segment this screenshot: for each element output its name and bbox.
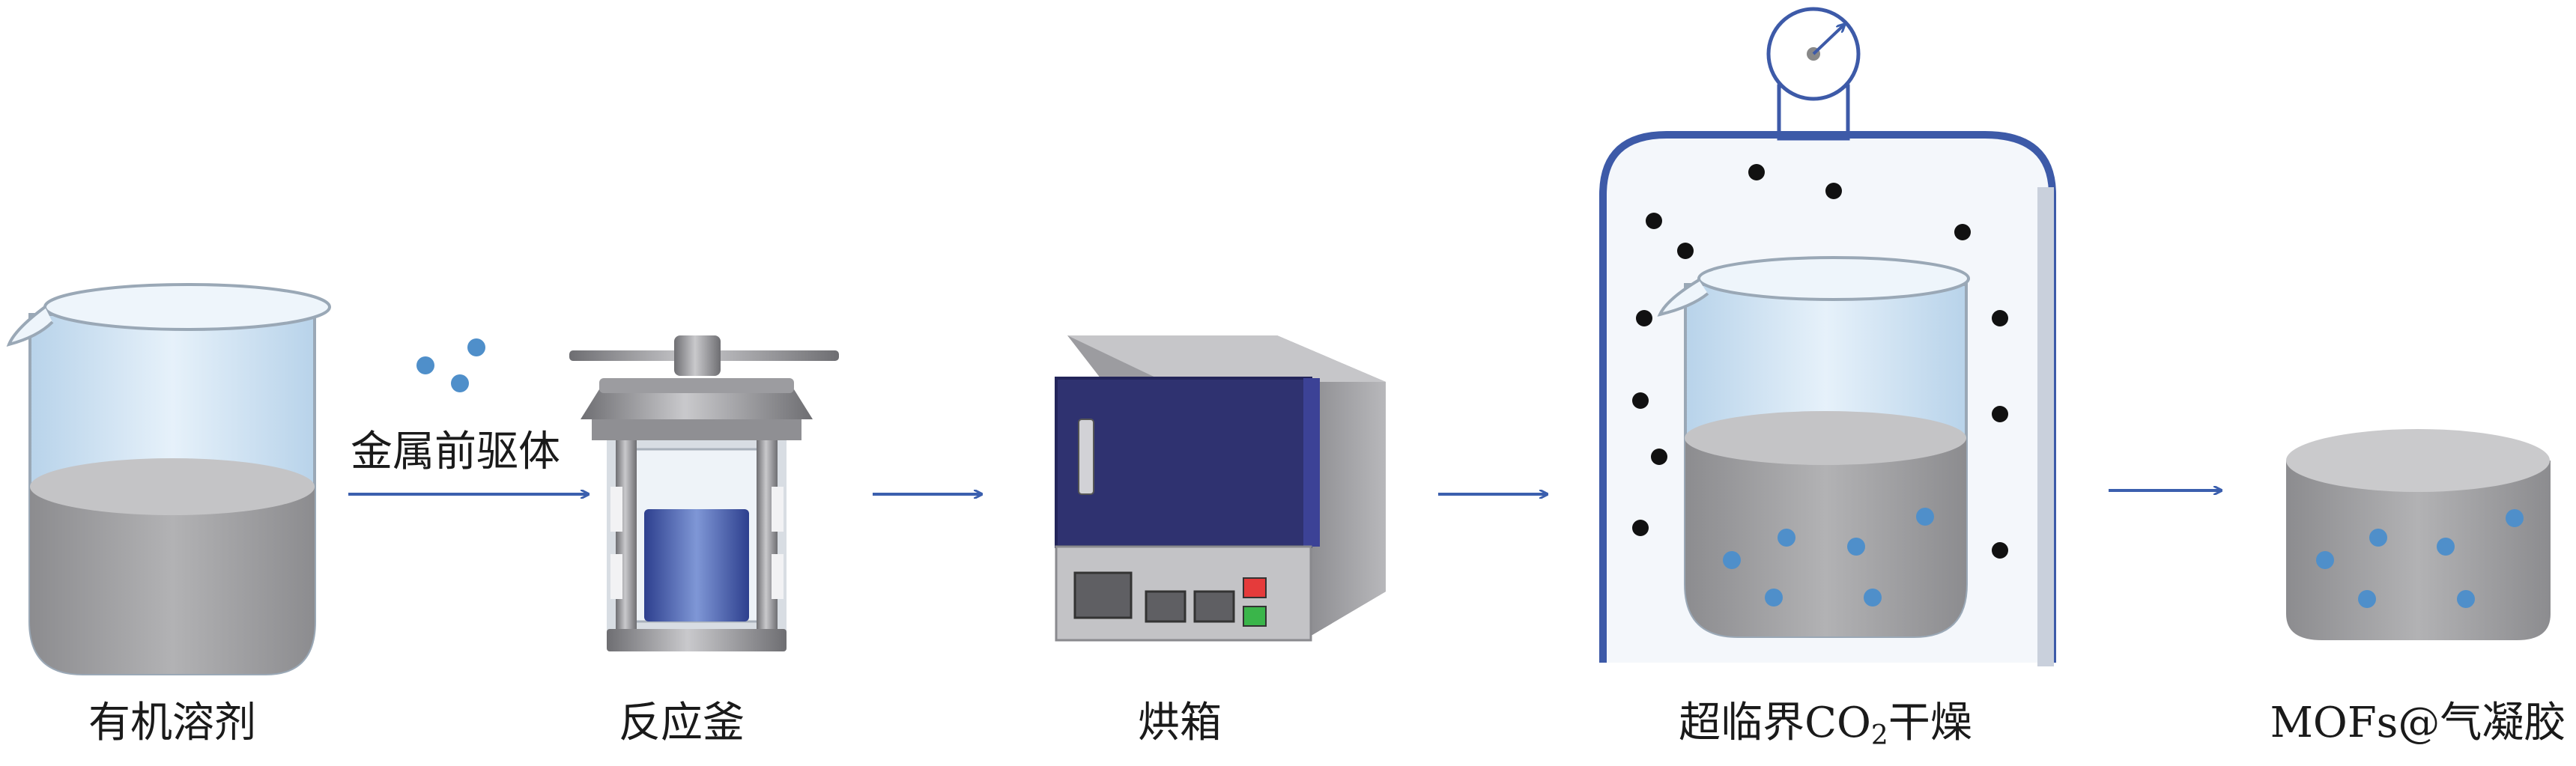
solvent-beaker (6, 283, 331, 675)
step-label-supercritical-drying: 超临界CO2干燥 (1679, 699, 1972, 751)
co2-chamber (1599, 7, 2056, 666)
mof-aerogel (2286, 429, 2551, 640)
precursor-dots (416, 338, 485, 392)
step-label-mof-aerogel: MOFs@气凝胶 (2270, 699, 2566, 747)
co2-dots (1632, 164, 2008, 559)
arrow-label-metal-precursor: 金属前驱体 (351, 428, 560, 476)
step-label-oven: 烘箱 (1138, 699, 1222, 747)
step-label-organic-solvent: 有机溶剂 (88, 699, 256, 747)
oven (1055, 335, 1386, 642)
autoclave (569, 335, 839, 651)
mof-particles-chamber (1723, 508, 1934, 607)
step-label-autoclave: 反应釜 (619, 699, 745, 747)
